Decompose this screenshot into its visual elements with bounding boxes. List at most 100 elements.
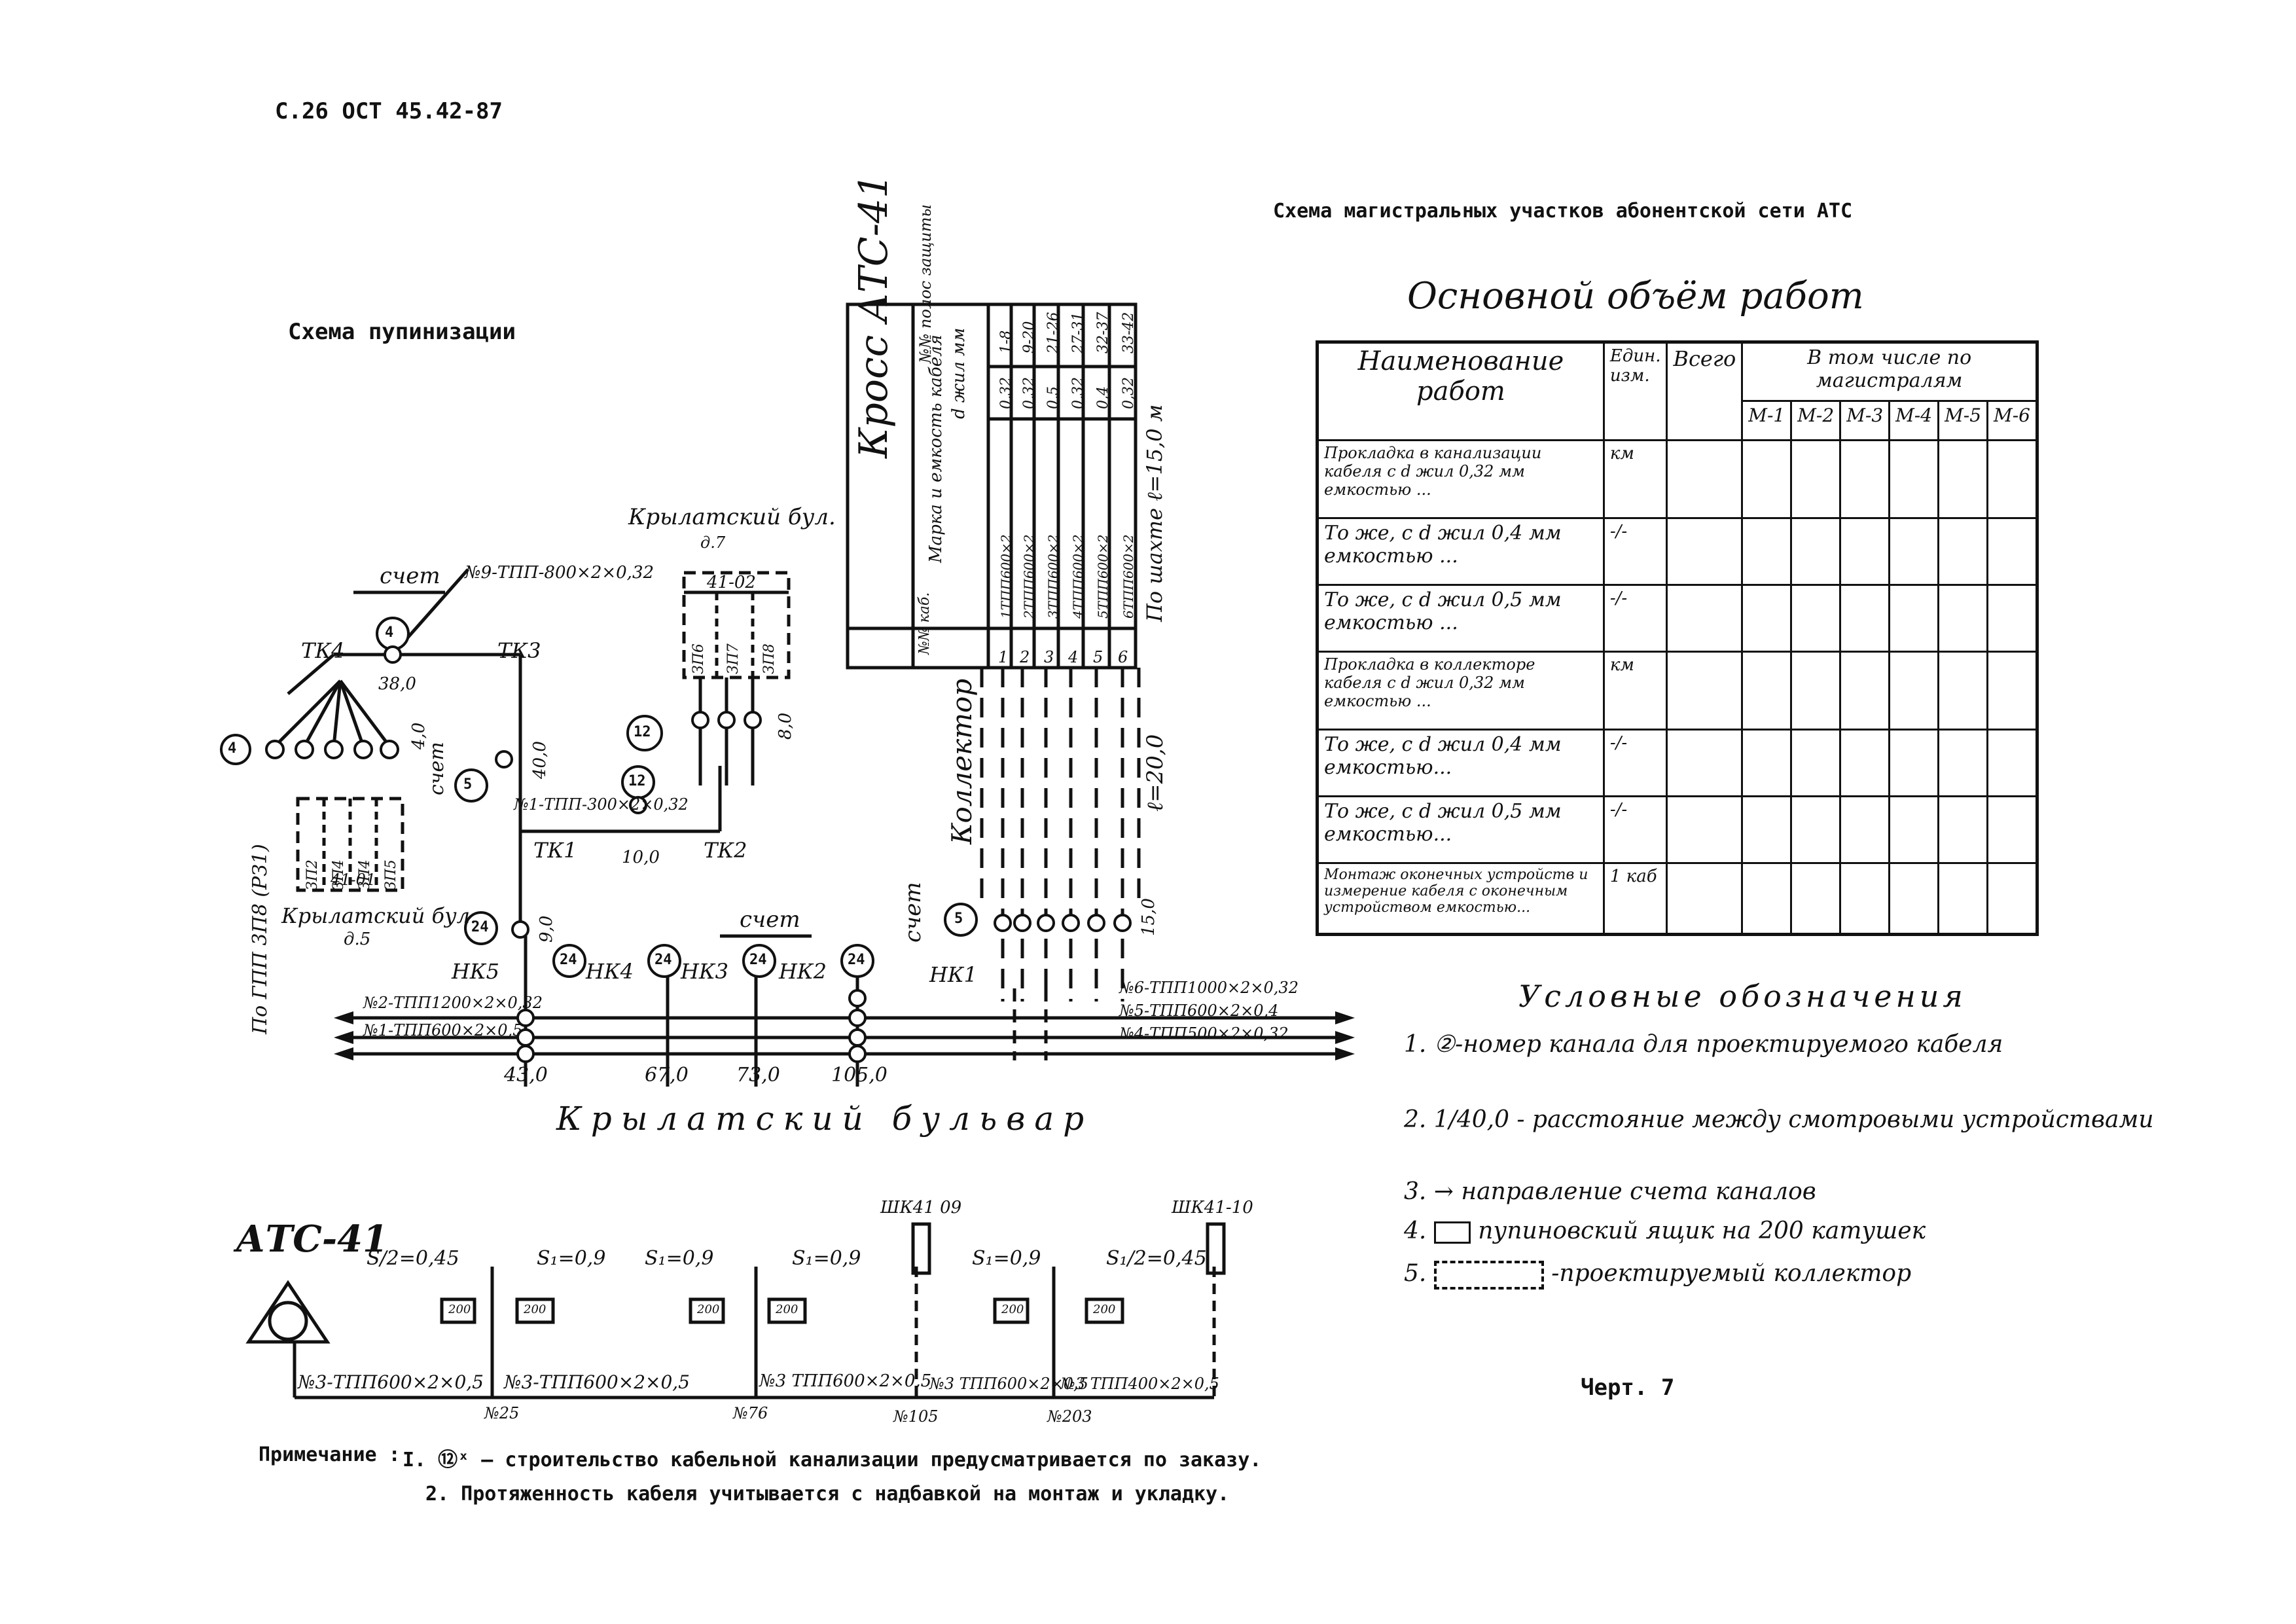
cable-left-1: №2-ТПП1200×2×0,32 (363, 994, 543, 1012)
cable-top: №9-ТПП-800×2×0,32 (465, 563, 655, 583)
table-row: То же, с d жил 0,4 мм емкостью...-/- (1316, 729, 2038, 797)
col-m3: М-3 (1839, 400, 1891, 441)
well-nk2: НК2 (779, 959, 827, 984)
collector-label: Коллектор (946, 678, 978, 844)
col-incl: В том числе по магистралям (1741, 341, 2038, 402)
row-name: Монтаж оконечных устройств и измерение к… (1316, 861, 1605, 936)
pupin-label-3: S₁=0,9 (645, 1247, 714, 1270)
cross-d-6: 0,32 (1121, 377, 1137, 409)
street-left-house: д.5 (344, 929, 371, 949)
well-tk2: ТК2 (704, 838, 747, 863)
pupin-end-1: ШК41 09 (880, 1198, 962, 1218)
pupin-label-6: S₁/2=0,45 (1106, 1247, 1207, 1270)
distance-9: 73,0 (736, 1064, 780, 1087)
box-left-label: 41-01 (331, 871, 376, 889)
channel-circle (944, 903, 978, 937)
legend-text: → направление счета каналов (1433, 1178, 1816, 1205)
legend-num: 2 (1404, 1106, 1419, 1133)
cable-mid: №1-ТПП-300×2×0,32 (514, 795, 689, 814)
pupin-box-4: 200 (776, 1303, 798, 1316)
note-1: I. ⑫ˣ – строительство кабельной канализа… (403, 1449, 1262, 1471)
distance-6: 9,0 (537, 915, 556, 943)
cross-num-6: 6 (1118, 648, 1128, 666)
table-row: То же, с d жил 0,5 мм емкостью...-/- (1316, 795, 2038, 864)
col-m6: М-6 (1986, 400, 2038, 441)
cross-marking-6: 6ТПП600×2 (1121, 534, 1136, 619)
cross-num-5: 5 (1093, 648, 1103, 666)
pupin-cable-4: №3 ТПП600×2×0,5 (929, 1375, 1088, 1393)
collector-length: ℓ=20,0 (1142, 734, 1168, 812)
cross-marking-2: 2ТПП600×2 (1021, 534, 1037, 619)
pupin-box-3: 200 (697, 1303, 720, 1316)
pupin-well-4: №203 (1047, 1407, 1092, 1426)
legend-text: -проектируемый коллектор (1551, 1260, 1912, 1287)
box-left-cell-1: ЗП2 (304, 859, 321, 890)
cross-d-4: 0,32 (1070, 377, 1086, 409)
cross-d-3: 0,5 (1045, 386, 1062, 409)
row-unit: -/- (1602, 795, 1668, 864)
row-unit: -/- (1602, 584, 1668, 653)
sheet-title: Схема магистральных участков абонентской… (1273, 200, 1853, 223)
channel-num-5: 12 (628, 773, 646, 789)
cable-right-1: №6-ТПП1000×2×0,32 (1119, 979, 1299, 997)
legend-text: пупиновский ящик на 200 катушек (1478, 1218, 1926, 1244)
pupin-box-2: 200 (524, 1303, 547, 1316)
legend-item-5: 5. -проектируемый коллектор (1404, 1260, 1911, 1290)
channel-circle (840, 944, 874, 978)
cross-col-marking: Марка и емкость кабеля (926, 334, 946, 563)
legend-num: 1 (1404, 1031, 1419, 1058)
pupin-label-2: S₁=0,9 (537, 1247, 606, 1270)
col-m2: М-2 (1790, 400, 1842, 441)
cross-pairs-5: 32-37 (1095, 312, 1111, 353)
well-nk4: НК4 (586, 959, 634, 984)
pupin-box-6: 200 (1093, 1303, 1116, 1316)
channel-circle (742, 944, 776, 978)
row-unit: -/- (1602, 517, 1668, 586)
cross-marking-4: 4ТПП600×2 (1070, 534, 1086, 619)
box-top-cell-3: ЗП8 (761, 643, 778, 674)
col-total: Всего (1666, 341, 1744, 441)
table-row: То же, с d жил 0,5 мм емкостью ...-/- (1316, 584, 2038, 653)
col-unit: Един. изм. (1602, 341, 1668, 441)
distance-10: 105,0 (831, 1064, 888, 1087)
cross-marking-5: 5ТПП600×2 (1095, 534, 1111, 619)
row-name: Прокладка в коллекторе кабеля с d жил 0,… (1316, 650, 1605, 731)
ats-label: АТС-41 (236, 1218, 389, 1261)
cross-pairs-6: 33-42 (1121, 312, 1137, 353)
table-row: Монтаж оконечных устройств и измерение к… (1316, 861, 2038, 936)
col-m4: М-4 (1888, 400, 1940, 441)
street-top-house: д.7 (700, 533, 726, 552)
cross-pairs-1: 1-8 (998, 330, 1014, 353)
left-vertical-label: По ГПП 3П8 (РЗ1) (249, 844, 272, 1034)
col-m1: М-1 (1741, 400, 1793, 441)
channel-num-4: 12 (634, 724, 651, 740)
cable-right-3: №4-ТПП500×2×0,32 (1119, 1024, 1289, 1043)
cross-col-pairs: №№ полос защиты (916, 204, 935, 363)
cross-frame (846, 302, 1138, 670)
pupin-label-1: S/2=0,45 (367, 1247, 459, 1270)
channel-circle (220, 734, 251, 765)
channel-num-1: 4 (228, 740, 237, 757)
channel-num-9: 24 (749, 952, 767, 968)
distance-2: 4,0 (409, 722, 429, 749)
well-tk3: ТК3 (497, 638, 541, 663)
cross-num-2: 2 (1020, 648, 1030, 666)
channel-num-10: 24 (848, 952, 865, 968)
cross-num-3: 3 (1044, 648, 1054, 666)
legend-title: Условные обозначения (1518, 979, 1967, 1014)
well-tk4: ТК4 (301, 638, 345, 663)
legend-item-2: 2. 1/40,0 - расстояние между смотровыми … (1404, 1106, 2154, 1133)
cross-pairs-3: 21-26 (1045, 312, 1062, 353)
box-top-cell-1: ЗП6 (691, 643, 707, 674)
pupin-label-4: S₁=0,9 (792, 1247, 861, 1270)
count-label-3: счет (425, 742, 448, 795)
distance-7: 43,0 (504, 1064, 548, 1087)
channel-circle (464, 911, 498, 945)
row-unit: км (1602, 439, 1668, 520)
col-name: Наименование работ (1316, 341, 1605, 441)
count-label-1: счет (380, 563, 440, 589)
street-left: Крылатский бул. (281, 903, 477, 928)
row-name: То же, с d жил 0,4 мм емкостью ... (1316, 517, 1605, 586)
notes-label: Примечание : (259, 1443, 401, 1466)
